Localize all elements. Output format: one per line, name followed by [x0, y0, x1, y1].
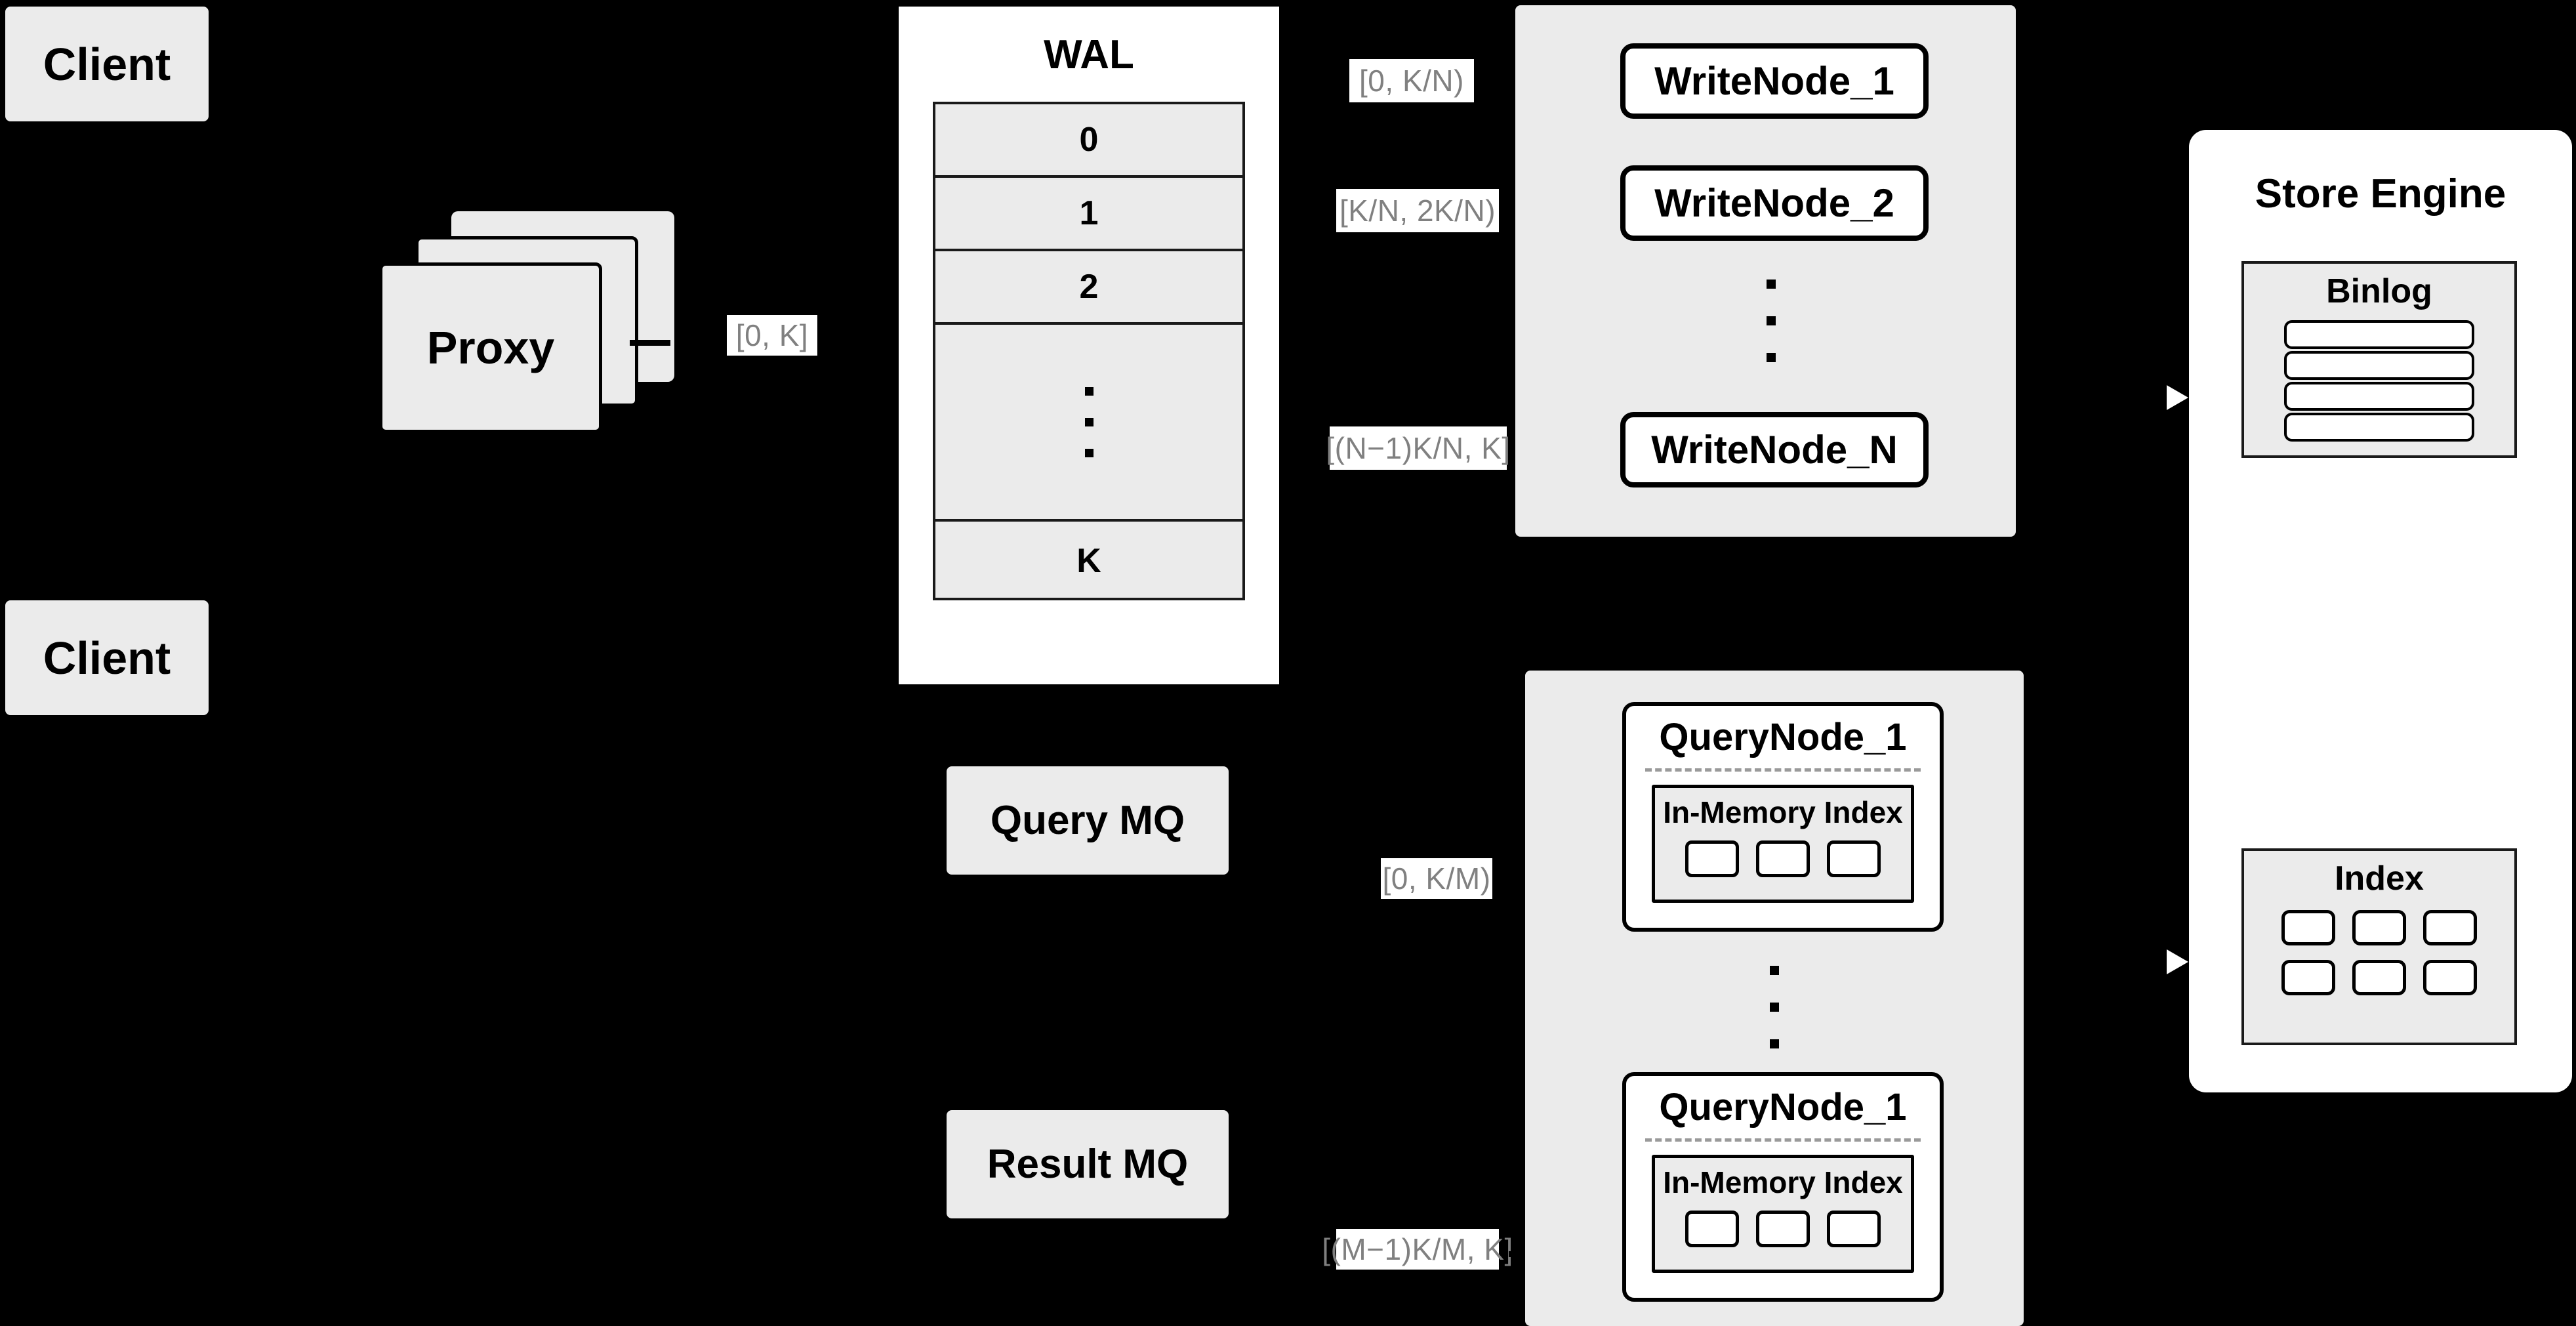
index-box: Index: [2241, 848, 2517, 1045]
querynode-1-range-label: [0, K/M): [1381, 858, 1492, 899]
wal-row-ellipsis: [935, 325, 1242, 522]
query-node-1-index-title: In-Memory Index: [1663, 795, 1903, 829]
client-node-2[interactable]: Client: [5, 600, 209, 715]
index-cell: [1756, 1211, 1810, 1247]
proxy-stack[interactable]: Proxy: [379, 211, 674, 434]
write-node-1-label: WriteNode_1: [1654, 59, 1894, 103]
wal-vertical-dots-icon: [1084, 386, 1094, 457]
wal-row-2: 2: [935, 251, 1242, 325]
wal-entry-table: 0 1 2 K: [933, 102, 1245, 600]
write-node-cluster: WriteNode_1 WriteNode_2 WriteNode_N: [1515, 5, 2016, 537]
write-node-2-label: WriteNode_2: [1654, 181, 1894, 225]
query-mq-label: Query MQ: [990, 798, 1185, 843]
writenode-n-range-label: [(N−1)K/N, K]: [1326, 426, 1510, 470]
wal-title: WAL: [1044, 32, 1134, 77]
binlog-row: [2284, 413, 2474, 442]
proxy-card-front[interactable]: Proxy: [379, 262, 602, 433]
proxy-label: Proxy: [426, 322, 555, 373]
index-cell: [2352, 910, 2406, 945]
query-node-1-divider: [1645, 768, 1921, 772]
query-node-1-in-memory-index: In-Memory Index: [1652, 785, 1914, 903]
store-engine-title: Store Engine: [2255, 171, 2506, 217]
wal-box: WAL 0 1 2 K: [895, 3, 1282, 688]
client-node-1-label: Client: [43, 38, 171, 90]
index-title: Index: [2335, 860, 2424, 898]
write-node-1[interactable]: WriteNode_1: [1620, 43, 1929, 119]
index-cell: [2352, 960, 2406, 995]
index-cell: [2281, 910, 2335, 945]
write-node-2[interactable]: WriteNode_2: [1620, 165, 1929, 241]
query-node-m-in-memory-index: In-Memory Index: [1652, 1155, 1914, 1273]
index-cell: [1827, 840, 1881, 877]
store-engine-panel: Store Engine Binlog Index: [2189, 130, 2572, 1092]
binlog-rows: [2284, 320, 2474, 442]
index-cell: [1756, 840, 1810, 877]
index-cell: [2281, 960, 2335, 995]
query-node-m-divider: [1645, 1138, 1921, 1142]
query-node-m[interactable]: QueryNode_1 In-Memory Index: [1622, 1072, 1944, 1302]
wal-row-k: K: [1076, 542, 1101, 580]
wal-row-0: 0: [935, 104, 1242, 178]
query-mq-box[interactable]: Query MQ: [947, 766, 1229, 875]
proxy-range-label: [0, K]: [727, 315, 817, 356]
client-node-2-label: Client: [43, 632, 171, 684]
index-cell: [1685, 840, 1739, 877]
result-mq-box[interactable]: Result MQ: [947, 1110, 1229, 1218]
proxy-to-wal-connector: [630, 340, 670, 346]
binlog-title: Binlog: [2326, 272, 2432, 310]
binlog-row: [2284, 382, 2474, 411]
writenode-2-range-label: [K/N, 2K/N): [1336, 189, 1499, 232]
result-mq-label: Result MQ: [987, 1142, 1189, 1187]
binlog-row: [2284, 320, 2474, 349]
client-node-1[interactable]: Client: [5, 7, 209, 121]
writenode-1-range-label: [0, K/N): [1349, 59, 1474, 102]
query-node-1[interactable]: QueryNode_1 In-Memory Index: [1622, 702, 1944, 932]
index-cell: [2423, 960, 2477, 995]
query-cluster-ellipsis-icon: [1770, 966, 1779, 1048]
querynode-m-range-label: [(M−1)K/M, K]: [1322, 1229, 1513, 1270]
write-node-n[interactable]: WriteNode_N: [1620, 412, 1929, 487]
query-node-m-index-title: In-Memory Index: [1663, 1165, 1903, 1199]
query-node-cluster: QueryNode_1 In-Memory Index QueryNode_1 …: [1525, 671, 2024, 1326]
binlog-row: [2284, 351, 2474, 380]
query-node-1-label: QueryNode_1: [1659, 716, 1907, 758]
query-node-m-index-cells: [1685, 1211, 1881, 1247]
wal-row-1: 1: [935, 178, 1242, 251]
query-node-m-label: QueryNode_1: [1659, 1086, 1907, 1129]
query-node-1-index-cells: [1685, 840, 1881, 877]
write-cluster-ellipsis-icon: [1767, 280, 1776, 362]
write-node-n-label: WriteNode_N: [1651, 428, 1898, 472]
index-cell: [1827, 1211, 1881, 1247]
index-cell: [2423, 910, 2477, 945]
index-grid: [2281, 910, 2477, 995]
binlog-box: Binlog: [2241, 261, 2517, 458]
index-cell: [1685, 1211, 1739, 1247]
